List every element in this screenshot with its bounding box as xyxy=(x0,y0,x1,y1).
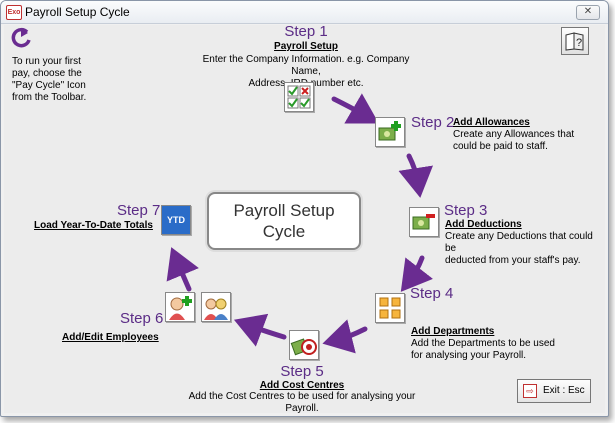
arrow-step3-to-step4 xyxy=(400,255,434,292)
step-6-link[interactable]: Add/Edit Employees xyxy=(62,332,159,343)
step-3-title: Step 3 xyxy=(444,202,488,219)
step-2-desc-2: could be paid to staff. xyxy=(453,141,548,152)
payroll-setup-window: Exo Payroll Setup Cycle ✕ ? To run your … xyxy=(0,0,609,417)
checklist-icon xyxy=(287,85,311,109)
arrow-step4-to-step5 xyxy=(322,319,368,354)
arrow-step1-to-step2 xyxy=(331,93,379,124)
center-label-line-2: Cycle xyxy=(262,222,306,241)
step-4-desc-2: for analysing your Payroll. xyxy=(411,350,527,361)
exit-icon: ⇨ xyxy=(523,384,537,398)
step-5-link[interactable]: Add Cost Centres xyxy=(259,380,345,391)
window-title: Payroll Setup Cycle xyxy=(25,5,130,19)
step-4-icon[interactable] xyxy=(375,293,405,323)
intro-line-1: To run your first xyxy=(12,56,81,67)
step-2-link[interactable]: Add Allowances xyxy=(453,117,530,128)
step-1-link[interactable]: Payroll Setup xyxy=(274,41,338,52)
svg-text:?: ? xyxy=(576,37,582,49)
step-4-title: Step 4 xyxy=(410,285,454,302)
step-4-desc-1: Add the Departments to be used xyxy=(411,338,555,349)
arrow-step6-to-step7 xyxy=(166,247,199,292)
step-1-title: Step 1 xyxy=(284,23,328,40)
intro-line-4: from the Toolbar. xyxy=(12,92,87,103)
employees-icon xyxy=(204,298,228,320)
step-5: Step 5 Add Cost Centres Add the Cost Cen… xyxy=(182,363,422,415)
center-label-line-1: Payroll Setup xyxy=(233,201,335,220)
step-4-desc: Add the Departments to be used for analy… xyxy=(411,338,555,362)
arrow-step2-to-step3 xyxy=(398,153,434,198)
step-3-desc-1: Create any Deductions that could be xyxy=(445,231,593,254)
step-1-desc-1: Enter the Company Information. e.g. Comp… xyxy=(202,54,410,77)
refresh-icon[interactable] xyxy=(11,27,33,49)
intro-line-2: pay, choose the xyxy=(12,68,82,79)
ytd-icon: YTD xyxy=(167,215,185,225)
arrow-step5-to-step6 xyxy=(233,313,287,347)
step-3-link[interactable]: Add Deductions xyxy=(445,219,522,230)
help-button[interactable]: ? xyxy=(561,27,589,55)
cycle-center-label: Payroll Setup Cycle xyxy=(207,192,361,250)
step-1-icon[interactable] xyxy=(284,82,314,112)
exit-button-label: Exit : Esc xyxy=(543,385,585,396)
close-button[interactable]: ✕ xyxy=(576,5,600,20)
title-bar: Exo Payroll Setup Cycle ✕ xyxy=(1,1,608,24)
cost-centre-icon xyxy=(290,338,317,356)
step-6-add-icon[interactable] xyxy=(165,292,195,322)
add-allowance-icon xyxy=(378,121,401,141)
step-6-edit-icon[interactable] xyxy=(201,292,231,322)
step-7-icon[interactable]: YTD xyxy=(161,205,191,235)
step-3-icon[interactable] xyxy=(409,207,439,237)
step-7-link[interactable]: Load Year-To-Date Totals xyxy=(34,220,153,231)
help-book-icon: ? xyxy=(565,32,584,51)
step-5-icon[interactable] xyxy=(289,330,319,360)
add-employee-icon xyxy=(169,296,192,320)
step-1: Step 1 Payroll Setup Enter the Company I… xyxy=(196,23,416,90)
step-2-desc-1: Create any Allowances that xyxy=(453,129,575,140)
step-2-icon[interactable] xyxy=(375,117,405,147)
intro-note: To run your first pay, choose the "Pay C… xyxy=(12,56,86,104)
add-deduction-icon xyxy=(412,214,435,230)
intro-line-3: "Pay Cycle" Icon xyxy=(12,80,86,91)
step-2-title: Step 2 xyxy=(411,114,455,131)
step-6-title: Step 6 xyxy=(120,310,164,327)
step-2-desc: Create any Allowances that could be paid… xyxy=(453,129,574,153)
cycle-arrows xyxy=(166,93,434,354)
step-3-desc-2: deducted from your staff's pay. xyxy=(445,255,581,266)
step-5-title: Step 5 xyxy=(280,363,324,380)
departments-icon xyxy=(379,297,401,319)
app-icon: Exo xyxy=(6,5,22,20)
exit-button[interactable]: ⇨ Exit : Esc xyxy=(517,379,591,403)
step-3-desc: Create any Deductions that could be dedu… xyxy=(445,231,605,267)
step-4-link[interactable]: Add Departments xyxy=(411,326,495,337)
step-7-title: Step 7 xyxy=(117,202,161,219)
main-content: ? To run your first pay, choose the "Pay… xyxy=(4,23,605,415)
step-5-desc-1: Add the Cost Centres to be used for anal… xyxy=(188,391,416,414)
